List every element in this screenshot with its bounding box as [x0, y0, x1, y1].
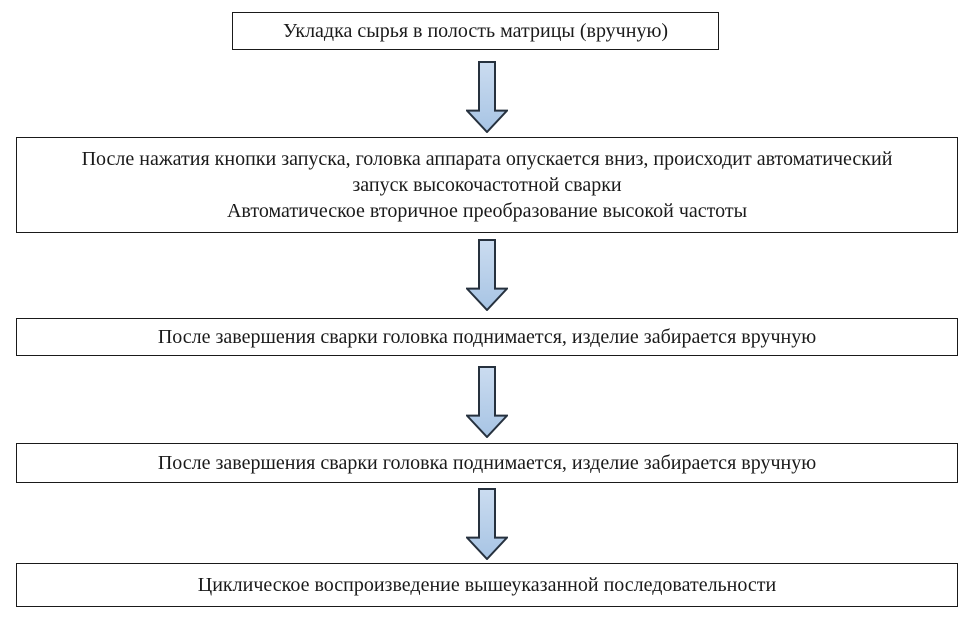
flow-step-4-text: После завершения сварки головка поднимае…: [157, 452, 817, 474]
flow-step-3-text: После завершения сварки головка поднимае…: [157, 326, 817, 348]
flow-step-2-text-line-1: После нажатия кнопки запуска, головка ап…: [81, 148, 893, 170]
flow-step-1-text: Укладка сырья в полость матрицы (вручную…: [282, 20, 669, 42]
down-arrow-icon-1: [466, 61, 508, 133]
down-arrow-icon-4: [466, 488, 508, 560]
down-arrow-icon-2: [466, 239, 508, 311]
flow-step-5-text: Циклическое воспроизведение вышеуказанно…: [197, 574, 777, 596]
flow-step-4: После завершения сварки головка поднимае…: [16, 443, 958, 483]
flow-step-3: После завершения сварки головка поднимае…: [16, 318, 958, 356]
flow-step-2: После нажатия кнопки запуска, головка ап…: [16, 137, 958, 233]
down-arrow-icon-3: [466, 366, 508, 438]
flow-step-1: Укладка сырья в полость матрицы (вручную…: [232, 12, 719, 50]
flow-step-2-text-line-3: Автоматическое вторичное преобразование …: [226, 200, 748, 222]
flow-step-5: Циклическое воспроизведение вышеуказанно…: [16, 563, 958, 607]
flow-step-2-text-line-2: запуск высокочастотной сварки: [352, 174, 622, 196]
